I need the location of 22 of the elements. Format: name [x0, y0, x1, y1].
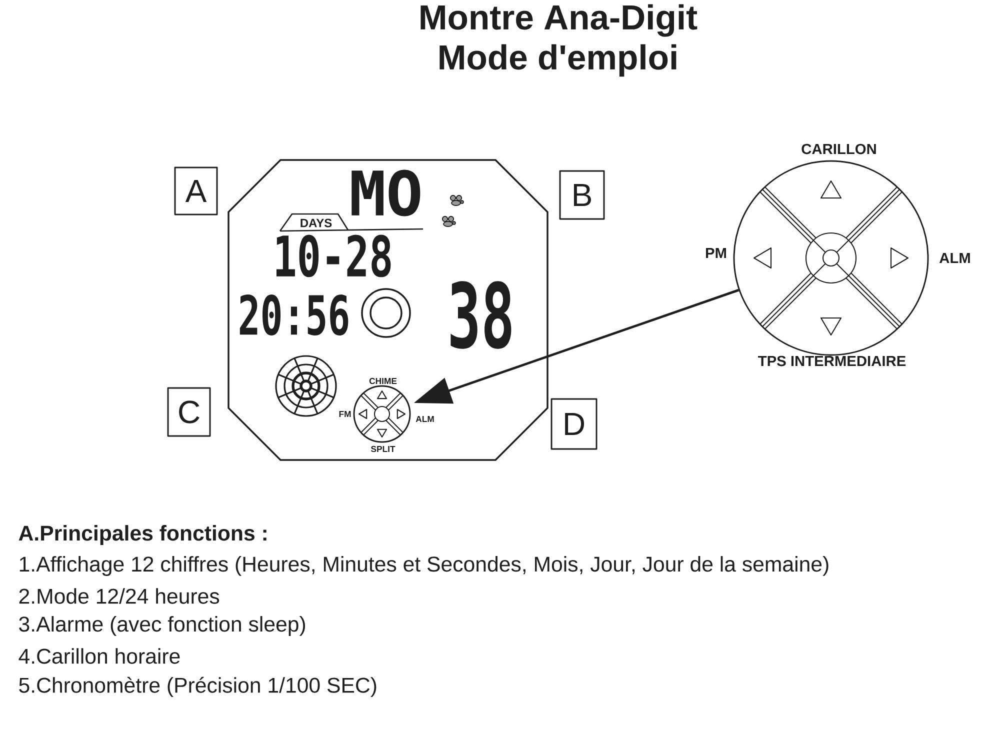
- button-label: FM: [339, 411, 351, 417]
- button-label: ALM: [939, 252, 970, 264]
- list-item: 5.Chronomètre (Précision 1/100 SEC): [19, 676, 376, 698]
- button-label: TPS INTERMEDIAIRE: [758, 356, 906, 366]
- button-label: ALM: [416, 416, 434, 422]
- button-label: PM: [706, 248, 726, 258]
- list-item: 1.Affichage 12 chiffres (Heures, Minutes et Secondes, Mois, Jour, Jour de la semaine): [20, 556, 828, 576]
- heading: A.Principales fonctions :: [18, 525, 266, 545]
- lcd-digits: 20:56: [240, 294, 348, 336]
- list-item: 4.Carillon horaire: [18, 648, 180, 664]
- letter-box: B: [559, 170, 605, 220]
- button-label: CARILLON: [802, 144, 876, 154]
- list-item: 2.Mode 12/24 heures: [19, 588, 220, 604]
- button-label: CHIME: [369, 378, 397, 384]
- lcd-digits: 38: [450, 281, 512, 349]
- title: Montre Ana-Digit Mode d'emploi: [420, 4, 698, 77]
- button-label: SPLIT: [370, 446, 396, 452]
- list-item: 3.Alarme (avec fonction sleep): [19, 616, 306, 636]
- letter-box: D: [550, 398, 598, 450]
- letter-box: A: [174, 166, 218, 216]
- lcd-digits: 10-28: [276, 234, 391, 278]
- letter-box: C: [167, 387, 211, 437]
